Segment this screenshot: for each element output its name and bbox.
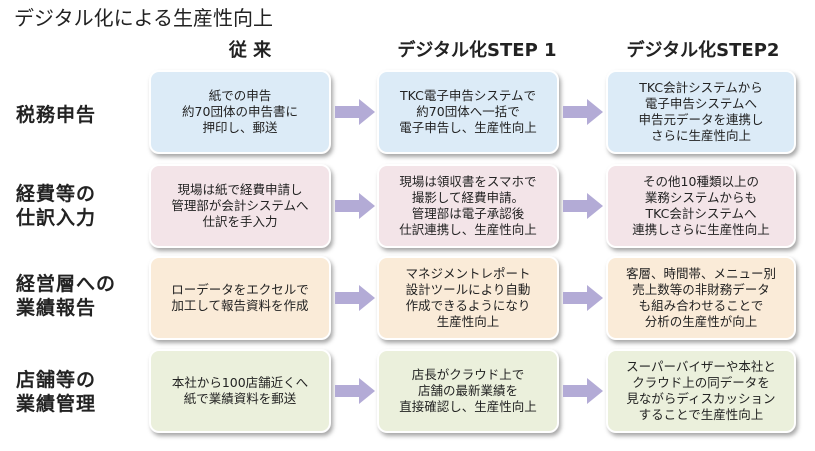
cell-line: することで生産性向上 <box>638 407 764 422</box>
cell-line: 仕訳を手入力 <box>202 214 278 229</box>
row-label-line: 仕訳入力 <box>16 207 97 229</box>
row-label-line: 税務申告 <box>16 104 97 126</box>
cell-line: 紙での申告 <box>208 88 272 103</box>
cell-line: 見ながらディスカッション <box>626 391 776 406</box>
cell-line: 作成できるようになり <box>405 298 531 313</box>
cell-line: クラウド上の同データを <box>632 375 770 390</box>
row-label-tax-filing: 税務申告 <box>16 75 136 155</box>
row-label-line: 業績管理 <box>16 393 97 415</box>
row-label-line: 経営層への <box>16 273 117 295</box>
cell-line: 連携しさらに生産性向上 <box>632 222 770 237</box>
cell-line: TKC会計システムへ <box>645 206 757 221</box>
cell-line: 加工して報告資料を作成 <box>171 298 309 313</box>
column-header-conventional: 従 来 <box>228 40 272 61</box>
cell-tax-filing-step2: TKC会計システムから 電子申告システムへ 申告元データを連携し さらに生産性向… <box>606 70 796 154</box>
cell-line: 生産性向上 <box>436 314 500 329</box>
cell-expense-entry-step2: その他10種類以上の 業務システムからも TKC会計システムへ 連携しさらに生産… <box>606 164 796 248</box>
cell-line: 押印し、郵送 <box>202 120 278 135</box>
cell-line: その他10種類以上の <box>643 174 759 189</box>
arrow-right-icon <box>335 99 375 125</box>
cell-line: 直接確認し、生産性向上 <box>399 399 537 414</box>
arrow-right-icon <box>335 378 375 404</box>
cell-expense-entry-step1: 現場は領収書をスマホで 撮影して経費申請。 管理部は電子承認後 仕訳連携し、生産… <box>377 164 559 248</box>
row-label-line: 業績報告 <box>16 297 97 319</box>
cell-line: マネジメントレポート <box>405 266 531 281</box>
cell-line: 現場は領収書をスマホで <box>399 174 537 189</box>
cell-store-management-step2: スーパーバイザーや本社と クラウド上の同データを 見ながらディスカッション する… <box>606 349 796 433</box>
cell-line: 管理部が会計システムへ <box>171 198 309 213</box>
arrow-right-icon <box>563 378 603 404</box>
cell-line: ローデータをエクセルで <box>171 282 309 297</box>
cell-line: 業務システムからも <box>644 190 758 205</box>
cell-expense-entry-conventional: 現場は紙で経費申請し 管理部が会計システムへ 仕訳を手入力 <box>149 164 331 248</box>
arrow-right-icon <box>563 99 603 125</box>
arrow-right-icon <box>563 285 603 311</box>
cell-line: 売上数等の非財務データ <box>632 282 770 297</box>
cell-line: 仕訳連携し、生産性向上 <box>399 222 537 237</box>
cell-performance-report-step2: 客層、時間帯、メニュー別 売上数等の非財務データ も組み合わせることで 分析の生… <box>606 256 796 340</box>
cell-line: 約70団体の申告書に <box>182 104 298 119</box>
column-header-step1: デジタル化STEP 1 <box>397 40 557 61</box>
cell-line: スーパーバイザーや本社と <box>626 359 776 374</box>
cell-tax-filing-conventional: 紙での申告 約70団体の申告書に 押印し、郵送 <box>149 70 331 154</box>
cell-line: TKC会計システムから <box>639 80 763 95</box>
cell-line: 現場は紙で経費申請し <box>177 182 303 197</box>
diagram-title: デジタル化による生産性向上 <box>14 6 273 30</box>
arrow-right-icon <box>335 193 375 219</box>
cell-line: 店長がクラウド上で <box>411 367 525 382</box>
cell-line: 設計ツールにより自動 <box>405 282 531 297</box>
column-header-step2: デジタル化STEP2 <box>626 40 780 61</box>
row-label-line: 店舗等の <box>16 369 97 391</box>
cell-line: 管理部は電子承認後 <box>411 206 525 221</box>
cell-line: 電子申告システムへ <box>644 96 758 111</box>
cell-performance-report-conventional: ローデータをエクセルで 加工して報告資料を作成 <box>149 256 331 340</box>
row-label-expense-entry: 経費等の 仕訳入力 <box>16 166 136 246</box>
cell-store-management-conventional: 本社から100店舗近くへ 紙で業績資料を郵送 <box>149 349 331 433</box>
cell-line: 撮影して経費申請。 <box>411 190 525 205</box>
cell-performance-report-step1: マネジメントレポート 設計ツールにより自動 作成できるようになり 生産性向上 <box>377 256 559 340</box>
row-label-line: 経費等の <box>16 183 97 205</box>
cell-store-management-step1: 店長がクラウド上で 店舗の最新業績を 直接確認し、生産性向上 <box>377 349 559 433</box>
cell-line: 本社から100店舗近くへ <box>171 375 309 390</box>
row-label-performance-report: 経営層への 業績報告 <box>16 256 136 336</box>
cell-line: 電子申告し、生産性向上 <box>399 120 537 135</box>
cell-line: さらに生産性向上 <box>650 128 751 143</box>
arrow-right-icon <box>563 193 603 219</box>
cell-line: も組み合わせることで <box>638 298 764 313</box>
cell-line: 約70団体へ一括で <box>416 104 520 119</box>
row-label-store-management: 店舗等の 業績管理 <box>16 352 136 432</box>
cell-line: 紙で業績資料を郵送 <box>183 391 297 406</box>
cell-line: 店舗の最新業績を <box>417 383 518 398</box>
cell-line: TKC電子申告システムで <box>399 88 536 103</box>
cell-tax-filing-step1: TKC電子申告システムで 約70団体へ一括で 電子申告し、生産性向上 <box>377 70 559 154</box>
cell-line: 分析の生産性が向上 <box>644 314 758 329</box>
cell-line: 申告元データを連携し <box>638 112 764 127</box>
arrow-right-icon <box>335 285 375 311</box>
cell-line: 客層、時間帯、メニュー別 <box>625 266 776 281</box>
